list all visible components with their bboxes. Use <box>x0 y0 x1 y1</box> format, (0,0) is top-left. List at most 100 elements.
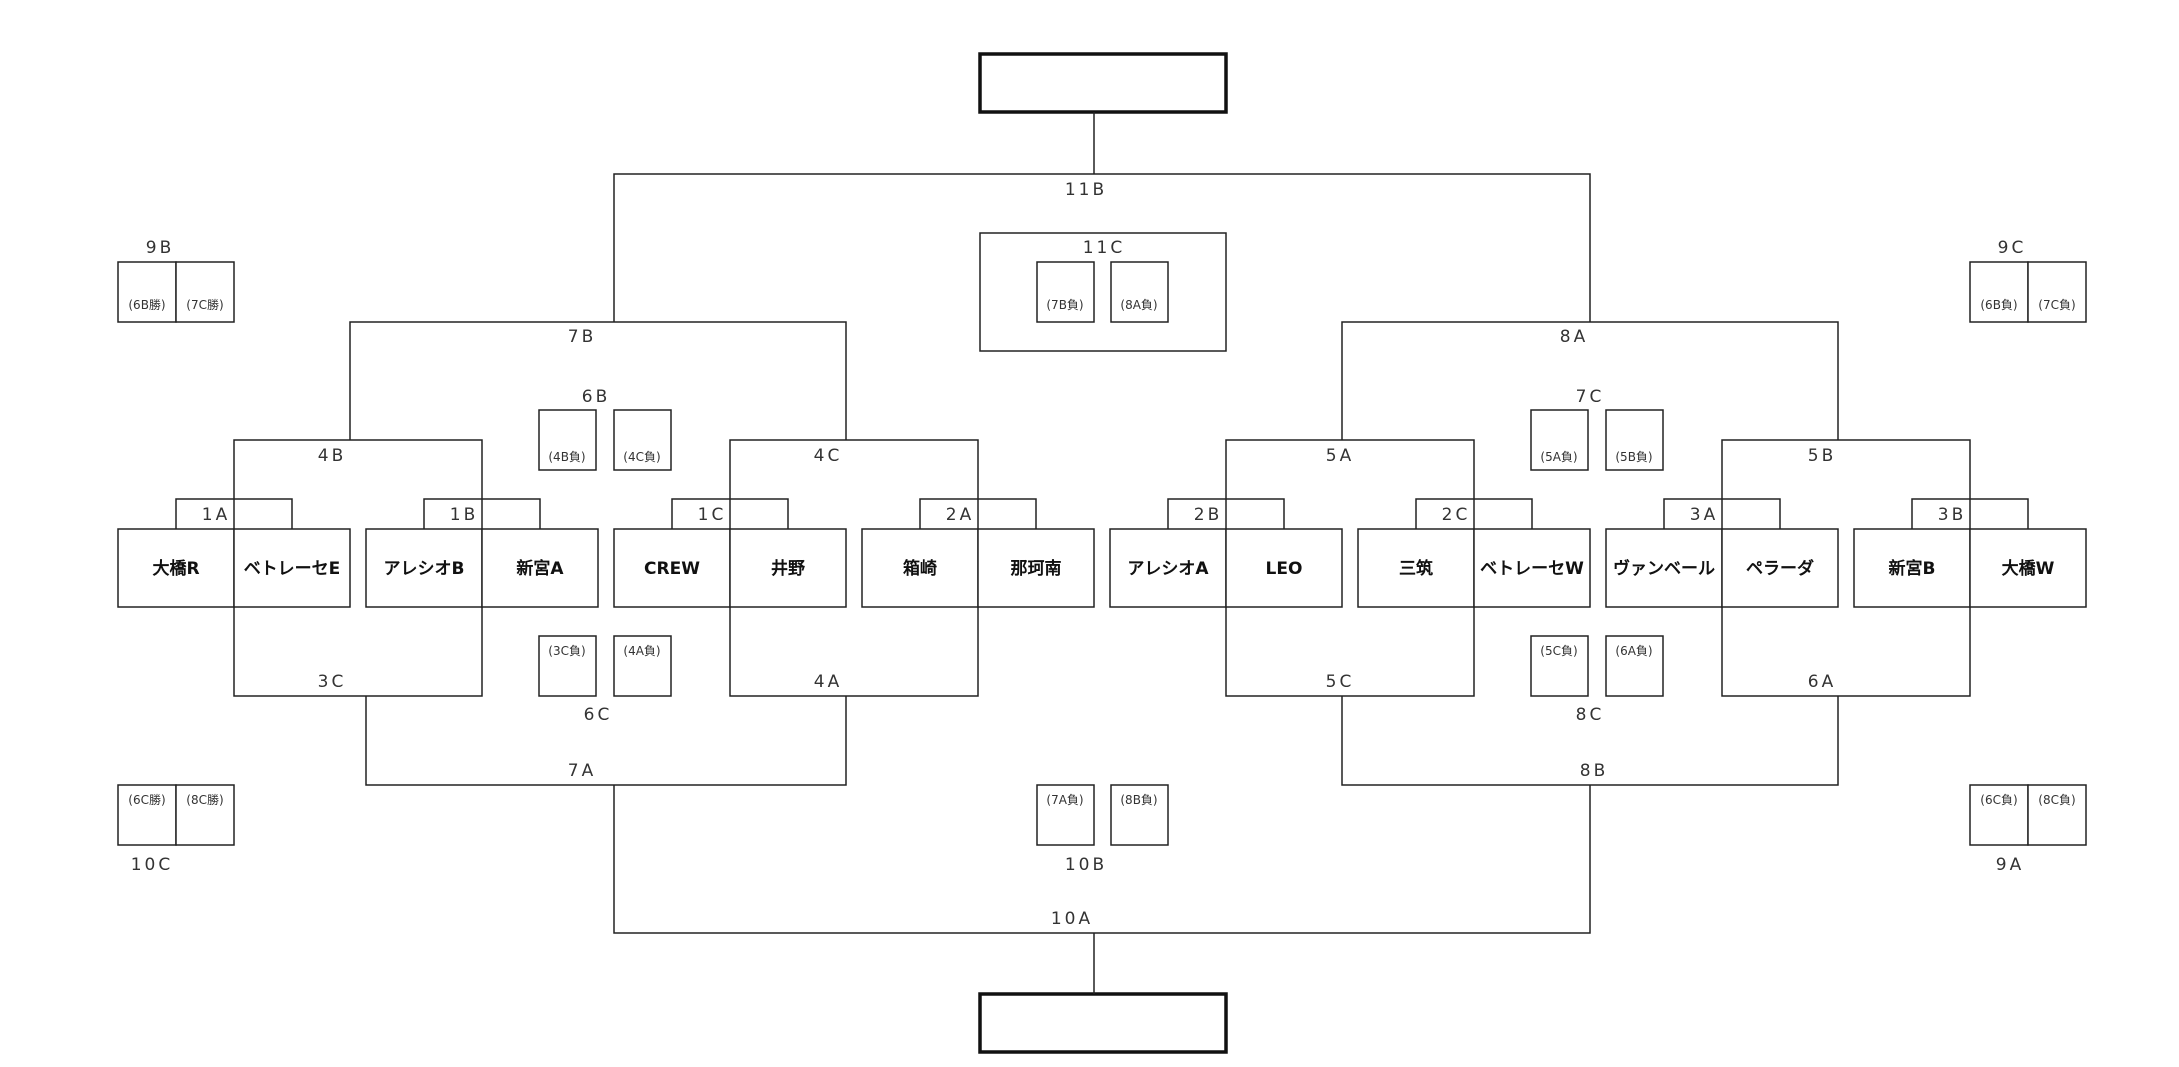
slot-box-11C-a <box>1036 261 1095 323</box>
match-label-4C: 4C <box>814 446 843 466</box>
match-label-7B: 7B <box>568 327 596 347</box>
bracket-line-4A <box>729 607 979 697</box>
bracket-line-7B <box>349 321 847 440</box>
match-label-2B: 2B <box>1194 505 1222 525</box>
team-box-6 <box>729 528 847 608</box>
bracket-line-5C <box>1225 607 1475 697</box>
team-box-10 <box>1225 528 1343 608</box>
slot-label: (5B負) <box>1615 450 1652 464</box>
bracket-line-7A <box>365 696 847 786</box>
team-name: ベトレーセW <box>1480 559 1584 579</box>
slot-label: (5A負) <box>1540 450 1577 464</box>
team-box-2 <box>233 528 351 608</box>
match-label-1A: 1A <box>202 505 230 525</box>
match-label-10C: 10C <box>131 855 174 875</box>
match-label-7C: 7C <box>1576 387 1605 407</box>
team-box-9 <box>1109 528 1227 608</box>
match-label-4A: 4A <box>814 672 842 692</box>
slot-label: (6A負) <box>1615 644 1652 658</box>
match-label-2A: 2A <box>946 505 974 525</box>
slot-label: (6B負) <box>1980 298 2017 312</box>
slot-box-10C-b <box>175 784 235 846</box>
slot-label: (6C勝) <box>128 792 165 807</box>
slot-label: (7A負) <box>1046 793 1083 807</box>
bracket-line-4B <box>233 439 483 529</box>
bracket-line-5A <box>1225 439 1475 529</box>
match-label-11B: 11B <box>1065 180 1107 200</box>
match-label-4B: 4B <box>318 446 346 466</box>
bracket-line-8A <box>1341 321 1839 440</box>
match-label-5A: 5A <box>1326 446 1354 466</box>
slot-label: (8C負) <box>2038 793 2075 807</box>
team-name: 三筑 <box>1399 558 1433 579</box>
slot-box-8C-a <box>1530 635 1589 697</box>
match-label-8A: 8A <box>1560 327 1588 347</box>
team-box-12 <box>1473 528 1591 608</box>
slot-box-9B-a <box>117 261 177 323</box>
slot-box-10B-b <box>1110 784 1169 846</box>
team-box-5 <box>613 528 731 608</box>
match-label-1C: 1C <box>698 505 727 525</box>
bracket-line-5B <box>1721 439 1971 529</box>
match-label-3C: 3C <box>318 672 347 692</box>
team-name: ヴァンベール <box>1613 558 1715 579</box>
team-name: 箱崎 <box>903 558 937 579</box>
team-name: 新宮A <box>516 558 564 579</box>
slot-label: (6C負) <box>1980 793 2017 807</box>
match-label-9A: 9A <box>1996 855 2024 875</box>
slot-box-9A-b <box>2027 784 2087 846</box>
match-label-9B: 9B <box>146 238 174 258</box>
team-name: LEO <box>1266 559 1303 579</box>
match-label-10B: 10B <box>1065 855 1107 875</box>
slot-label: (4B負) <box>548 450 585 464</box>
match-label-9C: 9C <box>1998 238 2027 258</box>
slot-box-9C-b <box>2027 261 2087 323</box>
match-label-6A: 6A <box>1808 672 1836 692</box>
bracket-line-11B <box>613 173 1591 322</box>
slot-box-8C-b <box>1605 635 1664 697</box>
match-label-7A: 7A <box>568 761 596 781</box>
slot-box-10C-a <box>117 784 177 846</box>
slot-box-6C-b <box>613 635 672 697</box>
slot-box-6B-b <box>613 409 672 471</box>
top-result-box <box>978 52 1228 114</box>
team-box-1 <box>117 528 235 608</box>
match-label-10A: 10A <box>1051 909 1093 929</box>
bracket-line-10A <box>613 785 1591 934</box>
team-box-4 <box>481 528 599 608</box>
slot-label: (4C負) <box>623 450 660 464</box>
slot-label: (4A負) <box>623 644 660 658</box>
slot-label: (7B負) <box>1046 298 1083 312</box>
match-11C-frame <box>979 232 1227 352</box>
slot-box-9A-a <box>1969 784 2029 846</box>
team-name: ベトレーセE <box>244 559 341 579</box>
team-box-7 <box>861 528 979 608</box>
slot-label: (7C勝) <box>186 297 223 312</box>
team-box-16 <box>1969 528 2087 608</box>
team-name: 大橋R <box>152 558 199 579</box>
team-name: ペラーダ <box>1746 558 1814 579</box>
match-label-3A: 3A <box>1690 505 1718 525</box>
team-box-13 <box>1605 528 1723 608</box>
match-label-3B: 3B <box>1938 505 1966 525</box>
slot-box-6B-a <box>538 409 597 471</box>
team-name: 井野 <box>771 558 805 579</box>
slot-box-6C-a <box>538 635 597 697</box>
slot-box-7C-a <box>1530 409 1589 471</box>
match-label-8C: 8C <box>1576 705 1605 725</box>
slot-box-9C-a <box>1969 261 2029 323</box>
team-name: CREW <box>644 559 700 579</box>
slot-label: (6B勝) <box>128 297 165 312</box>
match-label-5B: 5B <box>1808 446 1836 466</box>
slot-label: (8C勝) <box>186 792 223 807</box>
slot-box-11C-b <box>1110 261 1169 323</box>
slot-box-9B-b <box>175 261 235 323</box>
team-name: アレシオB <box>384 559 465 579</box>
slot-box-10B-a <box>1036 784 1095 846</box>
match-label-1B: 1B <box>450 505 478 525</box>
bracket-line-3C <box>233 607 483 697</box>
team-name: 新宮B <box>1889 558 1936 579</box>
team-name: アレシオA <box>1127 559 1209 579</box>
